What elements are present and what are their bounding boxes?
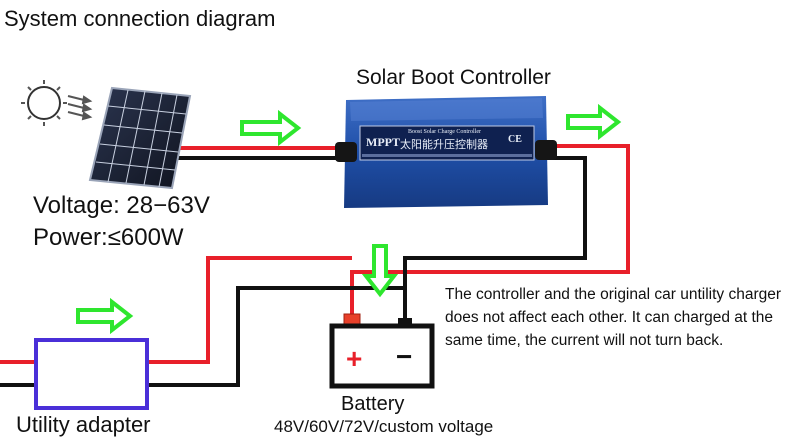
- flow-arrow-adapter: [76, 297, 134, 335]
- battery-voltage-options: 48V/60V/72V/custom voltage: [274, 417, 494, 436]
- flow-arrow-controller-out: [566, 103, 622, 141]
- utility-adapter-box: [34, 338, 149, 410]
- battery-negative-terminal: [398, 318, 412, 328]
- battery-icon: + −: [329, 313, 435, 389]
- battery-body: [329, 323, 435, 389]
- battery-minus-sign: −: [396, 341, 412, 372]
- input-gland: [335, 142, 357, 162]
- solar-panel: [88, 86, 192, 190]
- battery-label: Battery: [341, 393, 405, 415]
- flow-arrow-battery: [361, 244, 399, 298]
- wires: [0, 144, 630, 387]
- solar-power-spec: Power:≤600W: [33, 224, 184, 251]
- output-gland: [535, 140, 557, 160]
- wire-controller-negative: [403, 156, 587, 322]
- flow-arrows: [76, 103, 622, 335]
- compatibility-note: The controller and the original car unti…: [445, 286, 782, 349]
- wire-adapter-positive: [148, 256, 352, 364]
- wire-adapter-negative: [148, 286, 405, 387]
- solar-voltage-spec: Voltage: 28−63V: [33, 192, 210, 219]
- flow-arrow-solar: [240, 109, 302, 147]
- solar-boost-controller: MPPT Boost Solar Charge Controller 太阳能升压…: [335, 96, 557, 208]
- battery-plus-sign: +: [346, 343, 362, 374]
- plate-ce-mark: CE: [508, 134, 522, 145]
- page-title: System connection diagram: [4, 6, 276, 31]
- plate-brand: MPPT: [366, 135, 400, 149]
- sun-icon: [21, 80, 93, 126]
- plate-english: Boost Solar Charge Controller: [408, 129, 481, 135]
- utility-adapter-label: Utility adapter: [16, 412, 151, 437]
- controller-title: Solar Boot Controller: [356, 66, 551, 89]
- plate-chinese: 太阳能升压控制器: [400, 137, 488, 151]
